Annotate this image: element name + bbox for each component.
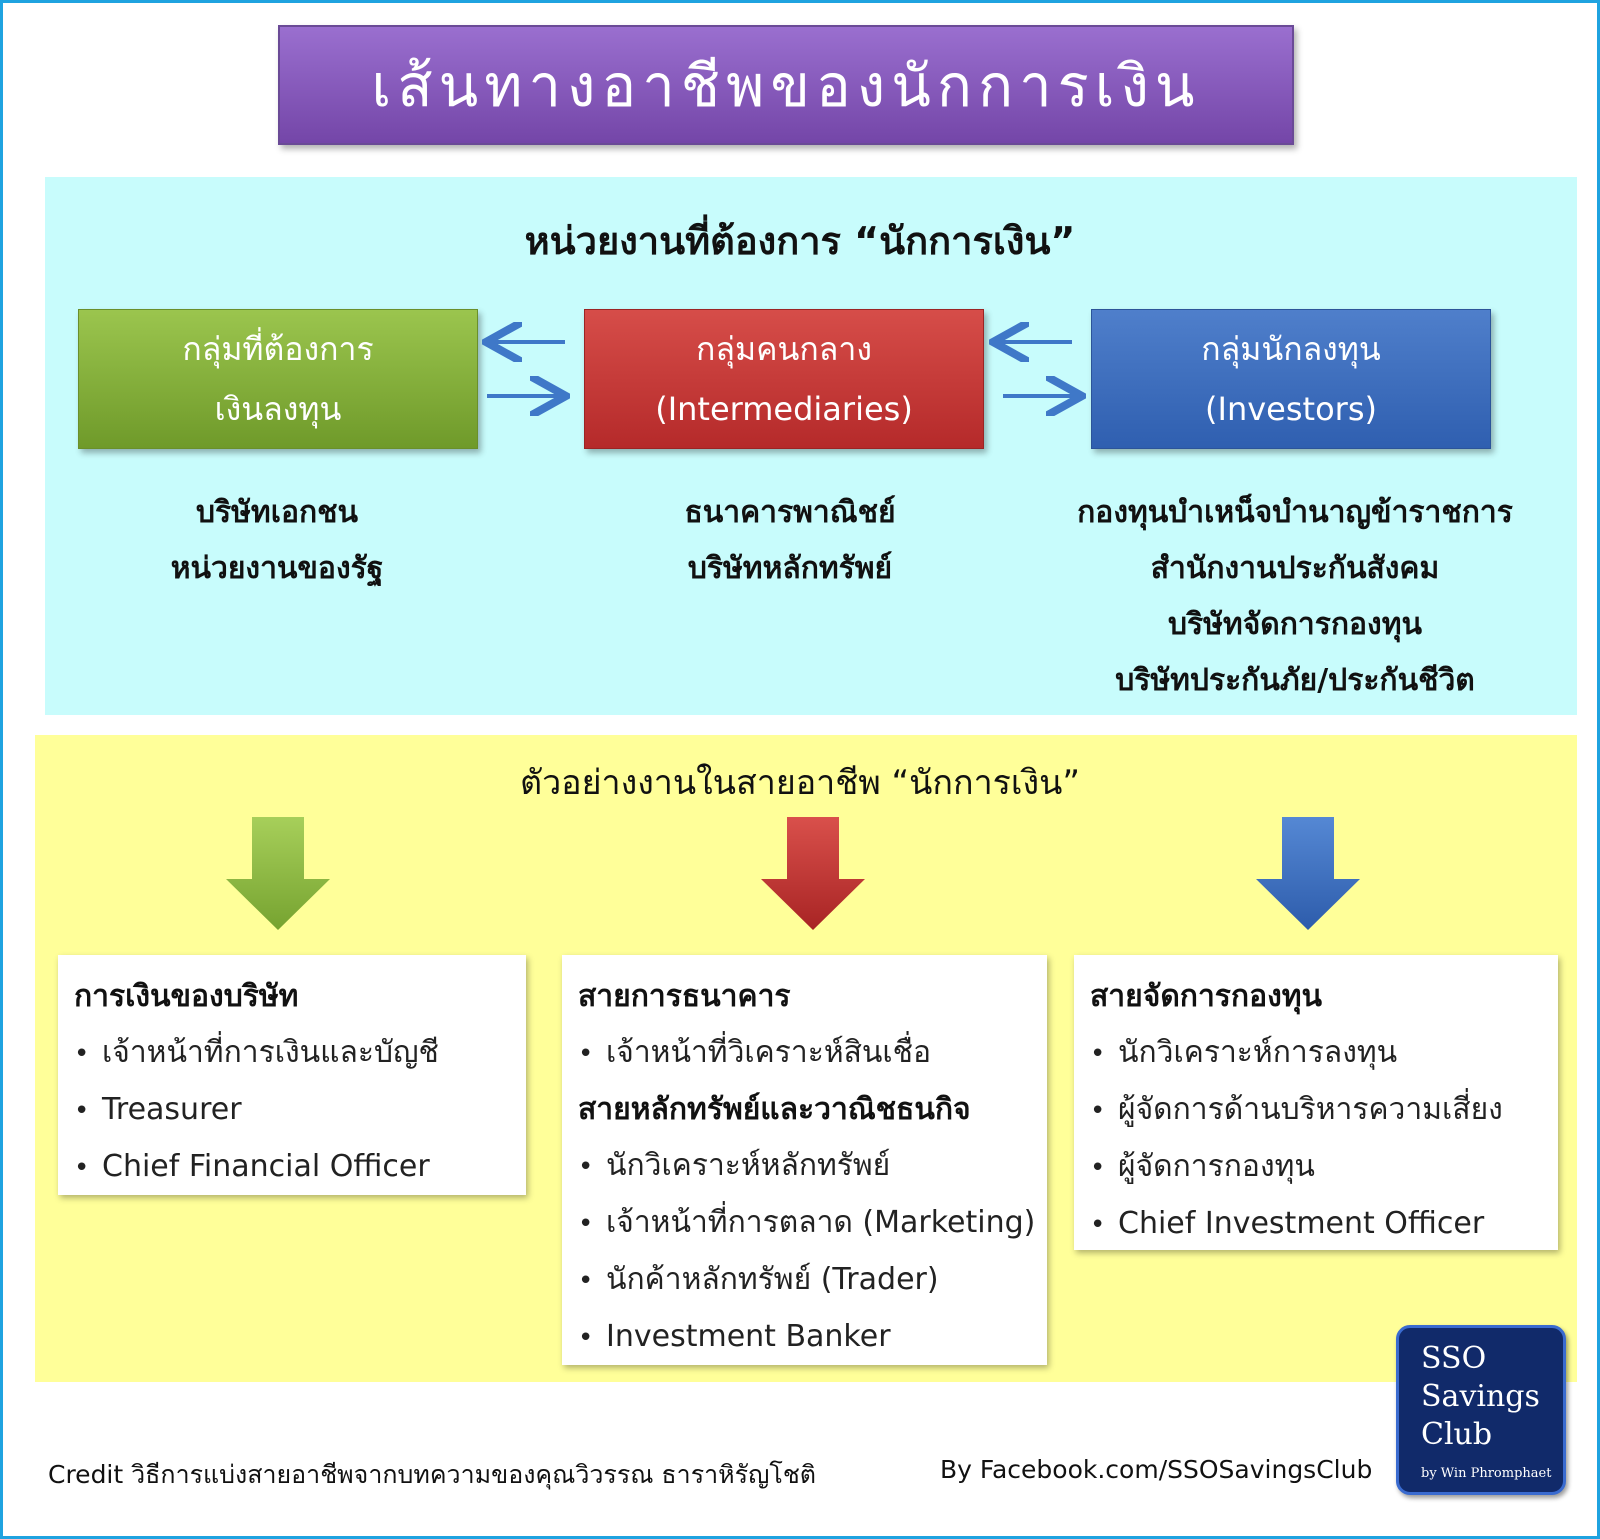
career-card-fund-management: สายจัดการกองทุน •นักวิเคราะห์การลงทุน •ผ…: [1074, 955, 1558, 1250]
group-label-sub: (Investors): [1205, 390, 1377, 428]
card-item: •นักวิเคราะห์การลงทุน: [1090, 1035, 1398, 1070]
card-item: •Chief Investment Officer: [1090, 1206, 1485, 1241]
bottom-heading: ตัวอย่างงานในสายอาชีพ “นักการเงิน”: [519, 763, 1081, 803]
card-item: •ผู้จัดการด้านบริหารความเสี่ยง: [1090, 1092, 1503, 1127]
group-intermediaries: กลุ่มคนกลาง (Intermediaries): [584, 309, 984, 449]
group-investors: กลุ่มนักลงทุน (Investors): [1091, 309, 1491, 449]
org-item: ธนาคารพาณิชย์: [684, 495, 896, 530]
card-item: •Chief Financial Officer: [74, 1149, 430, 1184]
card-item: •นักค้าหลักทรัพย์ (Trader): [578, 1262, 939, 1297]
org-item: สำนักงานประกันสังคม: [1150, 551, 1440, 586]
card-heading: สายการธนาคาร: [578, 979, 791, 1014]
org-item: บริษัทเอกชน: [195, 495, 358, 530]
footer-credit: Credit วิธีการแบ่งสายอาชีพจากบทความของคุ…: [48, 1460, 817, 1489]
card-item: •เจ้าหน้าที่การตลาด (Marketing): [578, 1205, 1036, 1240]
logo-text: SSO: [1421, 1341, 1487, 1376]
org-item: หน่วยงานของรัฐ: [170, 551, 384, 586]
group-label: กลุ่มคนกลาง: [696, 330, 872, 368]
org-item: บริษัทประกันภัย/ประกันชีวิต: [1115, 663, 1475, 698]
card-item: •เจ้าหน้าที่วิเคราะห์สินเชื่อ: [578, 1035, 932, 1070]
org-item: บริษัทหลักทรัพย์: [687, 551, 893, 586]
card-heading: การเงินของบริษัท: [74, 979, 299, 1014]
card-heading-2: สายหลักทรัพย์และวาณิชธนกิจ: [578, 1092, 971, 1127]
logo-text: Savings: [1421, 1379, 1540, 1414]
group-label: กลุ่มนักลงทุน: [1201, 330, 1381, 368]
org-item: กองทุนบำเหน็จบำนาญข้าราชการ: [1077, 495, 1513, 530]
org-list-capital-seekers: บริษัทเอกชน หน่วยงานของรัฐ: [78, 485, 476, 597]
org-list-intermediaries: ธนาคารพาณิชย์ บริษัทหลักทรัพย์: [584, 485, 996, 597]
card-item: •Treasurer: [74, 1092, 242, 1127]
sso-savings-club-logo: SSO Savings Club by Win Phromphaet: [1396, 1325, 1566, 1495]
org-item: บริษัทจัดการกองทุน: [1167, 607, 1422, 642]
card-heading: สายจัดการกองทุน: [1090, 979, 1323, 1014]
card-item: •Investment Banker: [578, 1319, 891, 1354]
career-card-corporate: การเงินของบริษัท •เจ้าหน้าที่การเงินและบ…: [58, 955, 526, 1195]
logo-byline: by Win Phromphaet: [1421, 1466, 1552, 1481]
card-item: •ผู้จัดการกองทุน: [1090, 1149, 1315, 1184]
top-heading: หน่วยงานที่ต้องการ “นักการเงิน”: [524, 219, 1076, 263]
group-label: กลุ่มที่ต้องการ: [182, 330, 374, 368]
career-card-banking: สายการธนาคาร •เจ้าหน้าที่วิเคราะห์สินเชื…: [562, 955, 1047, 1365]
logo-text: Club: [1421, 1417, 1493, 1452]
group-label-sub: (Intermediaries): [655, 390, 913, 428]
page-title: เส้นทางอาชีพของนักการเงิน: [278, 25, 1294, 145]
card-item: •เจ้าหน้าที่การเงินและบัญชี: [74, 1035, 439, 1070]
card-item: •นักวิเคราะห์หลักทรัพย์: [578, 1148, 891, 1183]
footer-by: By Facebook.com/SSOSavingsClub: [940, 1455, 1373, 1484]
group-label-sub: เงินลงทุน: [214, 390, 342, 428]
org-list-investors: กองทุนบำเหน็จบำนาญข้าราชการ สำนักงานประก…: [1060, 485, 1530, 709]
group-capital-seekers: กลุ่มที่ต้องการ เงินลงทุน: [78, 309, 478, 449]
